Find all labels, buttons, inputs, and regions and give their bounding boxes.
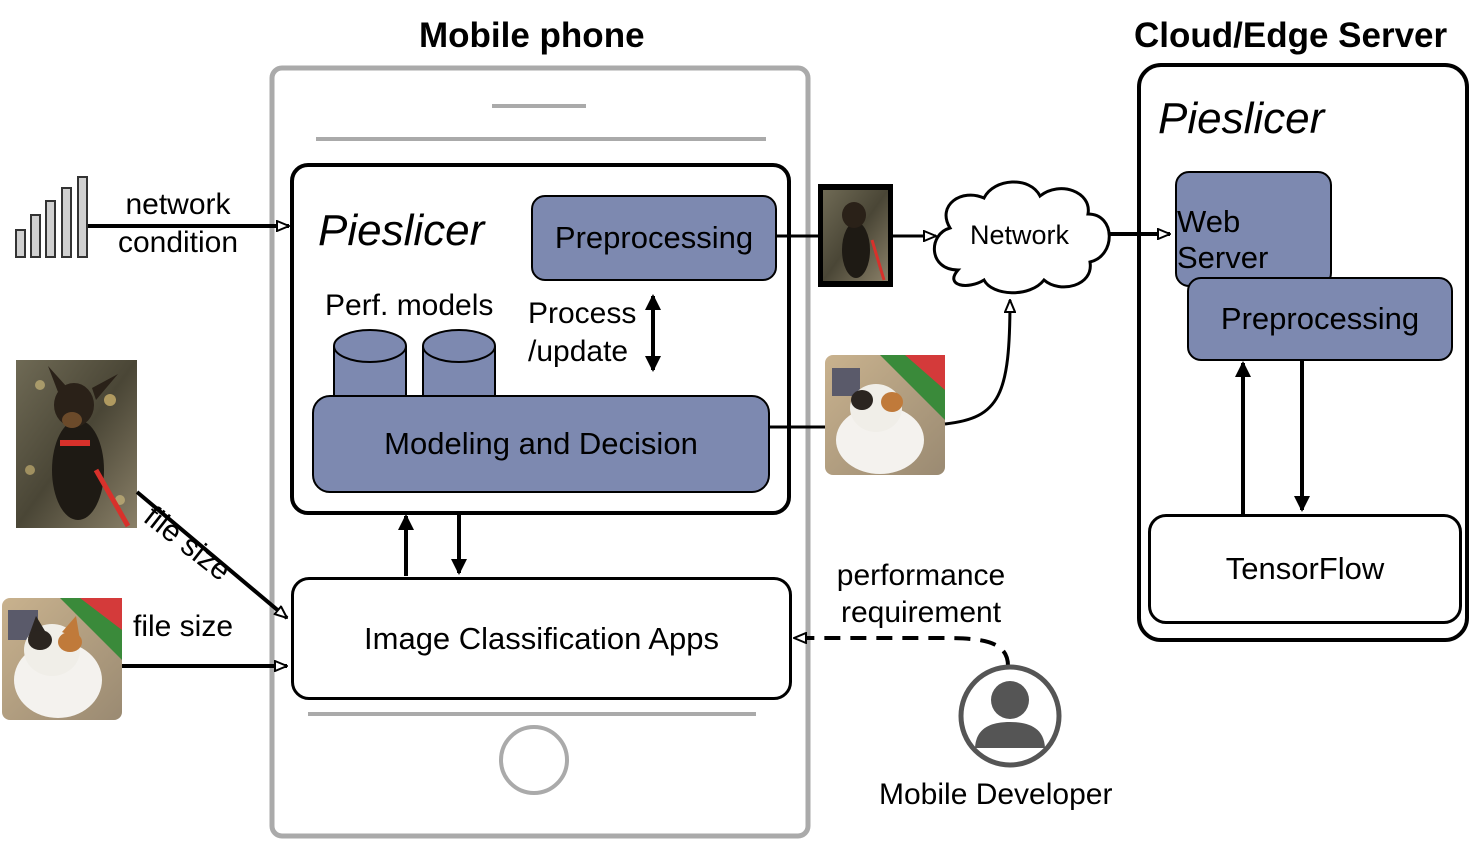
person-icon	[958, 664, 1062, 768]
image-classification-apps-box: Image Classification Apps	[291, 577, 792, 700]
condition-label-line: condition	[117, 226, 239, 259]
signal-bars-icon	[15, 176, 88, 258]
process-label: Process	[528, 297, 637, 330]
performance-requirement-label: performance requirement	[818, 557, 1024, 631]
server-preprocessing-label: Preprocessing	[1220, 301, 1420, 336]
modeling-decision-box: Modeling and Decision	[312, 395, 770, 493]
web-server-box: Web Server	[1175, 171, 1332, 287]
update-label: /update	[528, 335, 629, 368]
network-label: Network	[970, 220, 1070, 250]
web-label-line: Web	[1177, 204, 1241, 239]
tensorflow-box: TensorFlow	[1148, 514, 1462, 624]
cat-photo	[2, 598, 122, 720]
image-classification-apps-label: Image Classification Apps	[364, 620, 719, 656]
cat-sent-photo	[825, 355, 945, 475]
mobile-preprocessing-label: Preprocessing	[554, 220, 754, 255]
cloud-icon	[933, 180, 1111, 295]
cat-file-size-label: file size	[133, 610, 234, 643]
mobile-phone-title: Mobile phone	[419, 16, 645, 55]
requirement-label-line: requirement	[840, 596, 1002, 629]
mobile-preprocessing-box: Preprocessing	[531, 195, 777, 281]
network-label-line: network	[125, 188, 231, 221]
perf-models-label: Perf. models	[325, 289, 494, 322]
dog-photo	[16, 360, 137, 528]
performance-requirement-arrow	[794, 638, 1010, 667]
server-preprocessing-box: Preprocessing	[1187, 277, 1453, 361]
server-pieslicer-label: Pieslicer	[1158, 94, 1325, 143]
dog-preprocessed-photo	[818, 184, 893, 287]
mobile-pieslicer-label: Pieslicer	[318, 206, 485, 255]
cat-to-network-arrow	[944, 300, 1010, 426]
performance-label-line: performance	[836, 559, 1006, 592]
phone-frame	[269, 65, 811, 839]
cloud-edge-server-title: Cloud/Edge Server	[1134, 16, 1448, 55]
dog-file-size-arrow	[135, 490, 287, 618]
server-label-line: Server	[1177, 240, 1269, 275]
network-condition-label: network condition	[108, 186, 248, 262]
tensorflow-label: TensorFlow	[1225, 551, 1385, 586]
phone-home-button	[499, 725, 569, 795]
mobile-developer-label: Mobile Developer	[879, 778, 1113, 811]
modeling-decision-label: Modeling and Decision	[384, 426, 698, 461]
